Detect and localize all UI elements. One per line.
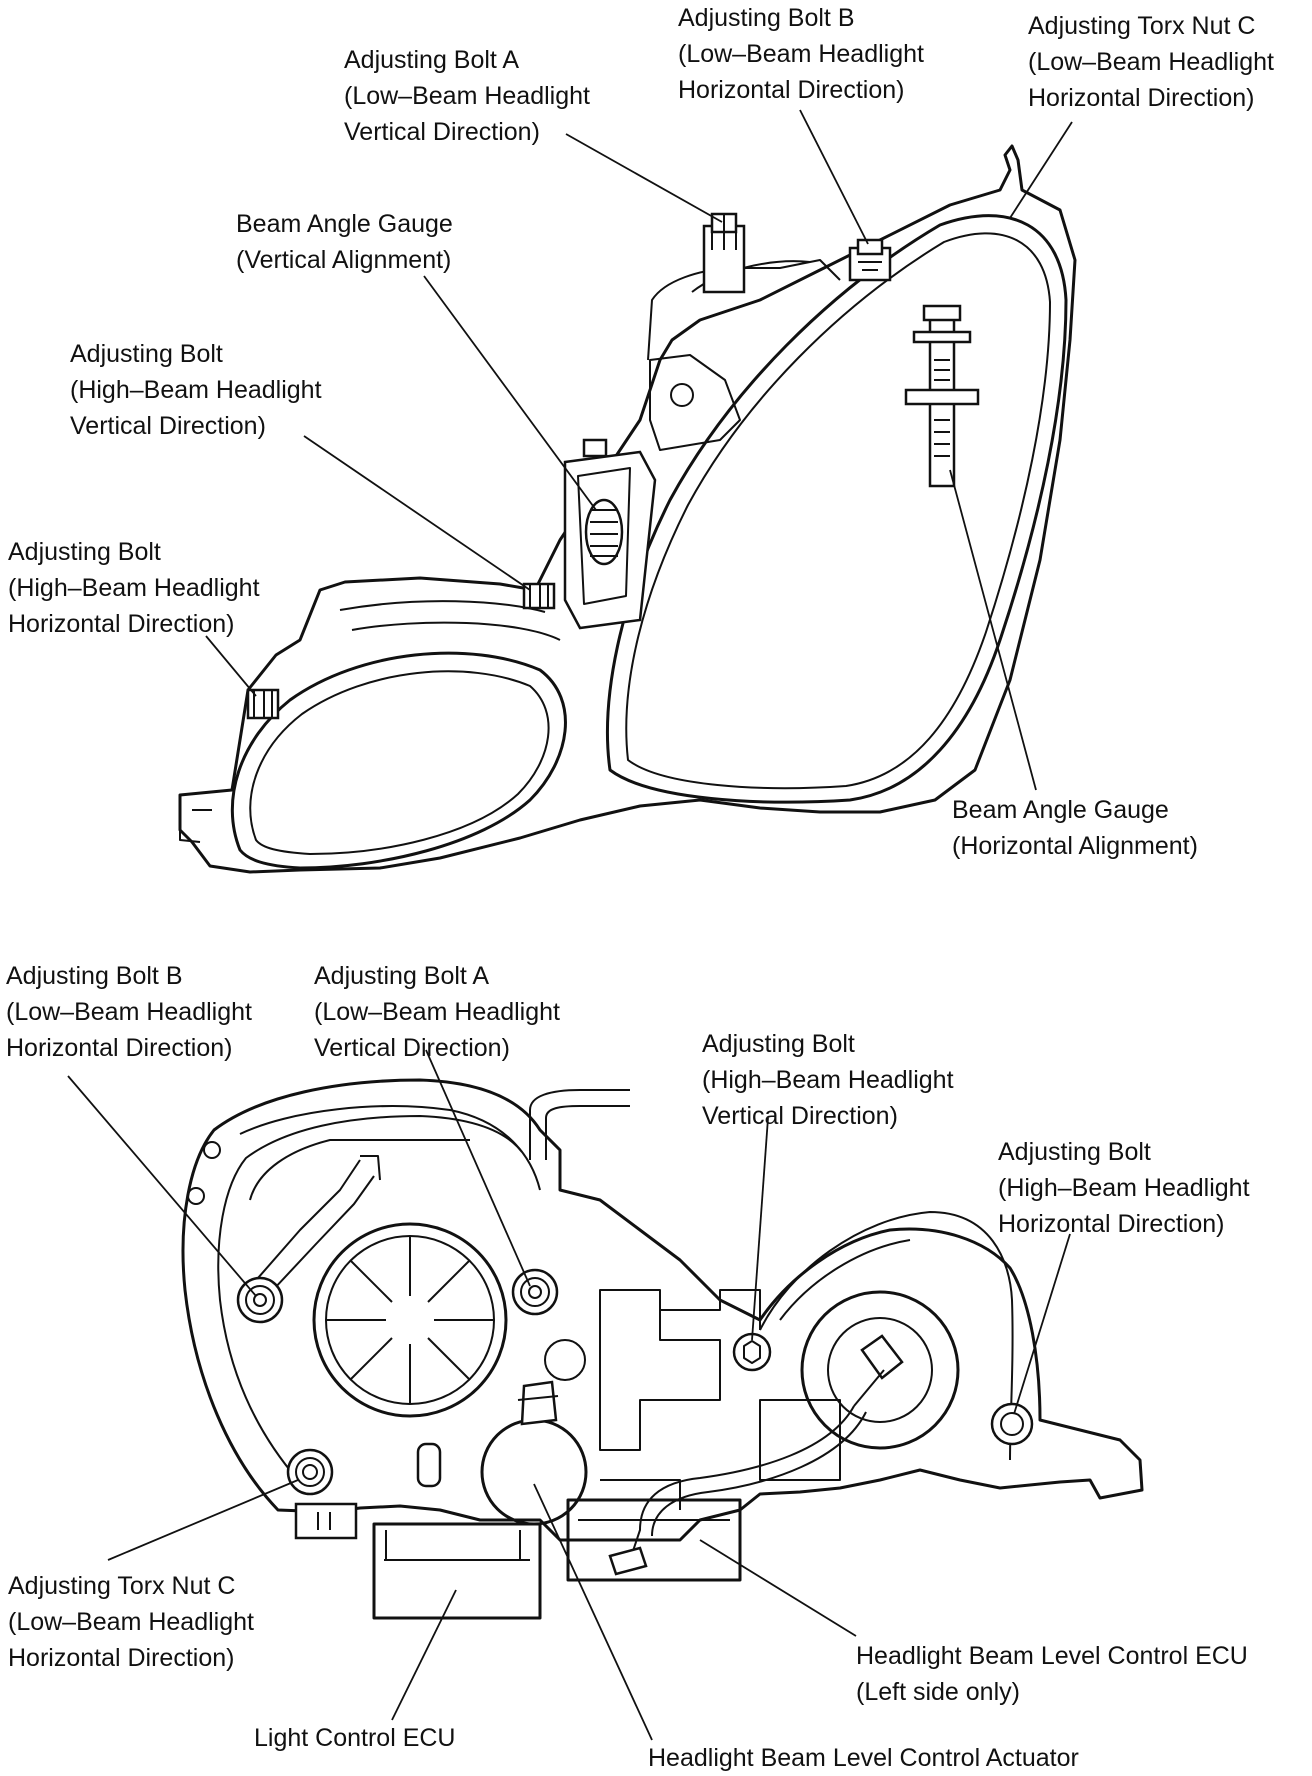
label-top-gauge-vertical: Beam Angle Gauge(Vertical Alignment) [236, 210, 453, 274]
hb-horizontal-bolt-rear [990, 1402, 1034, 1446]
bottom-headlight-rear [181, 1078, 1144, 1620]
label-bottom-actuator: Headlight Beam Level Control Actuator [648, 1744, 1079, 1772]
top-headlight-assembly [178, 144, 1077, 874]
label-top-gauge-horizontal: Beam Angle Gauge(Horizontal Alignment) [952, 796, 1198, 860]
bolt-a-rear [511, 1268, 559, 1316]
label-bottom-light-ecu: Light Control ECU [254, 1724, 456, 1752]
torx-c-rear [286, 1448, 334, 1496]
leader-lines [67, 109, 1073, 1741]
bolt-b-rear [236, 1276, 284, 1324]
label-bottom-level-ecu: Headlight Beam Level Control ECU(Left si… [856, 1642, 1248, 1706]
